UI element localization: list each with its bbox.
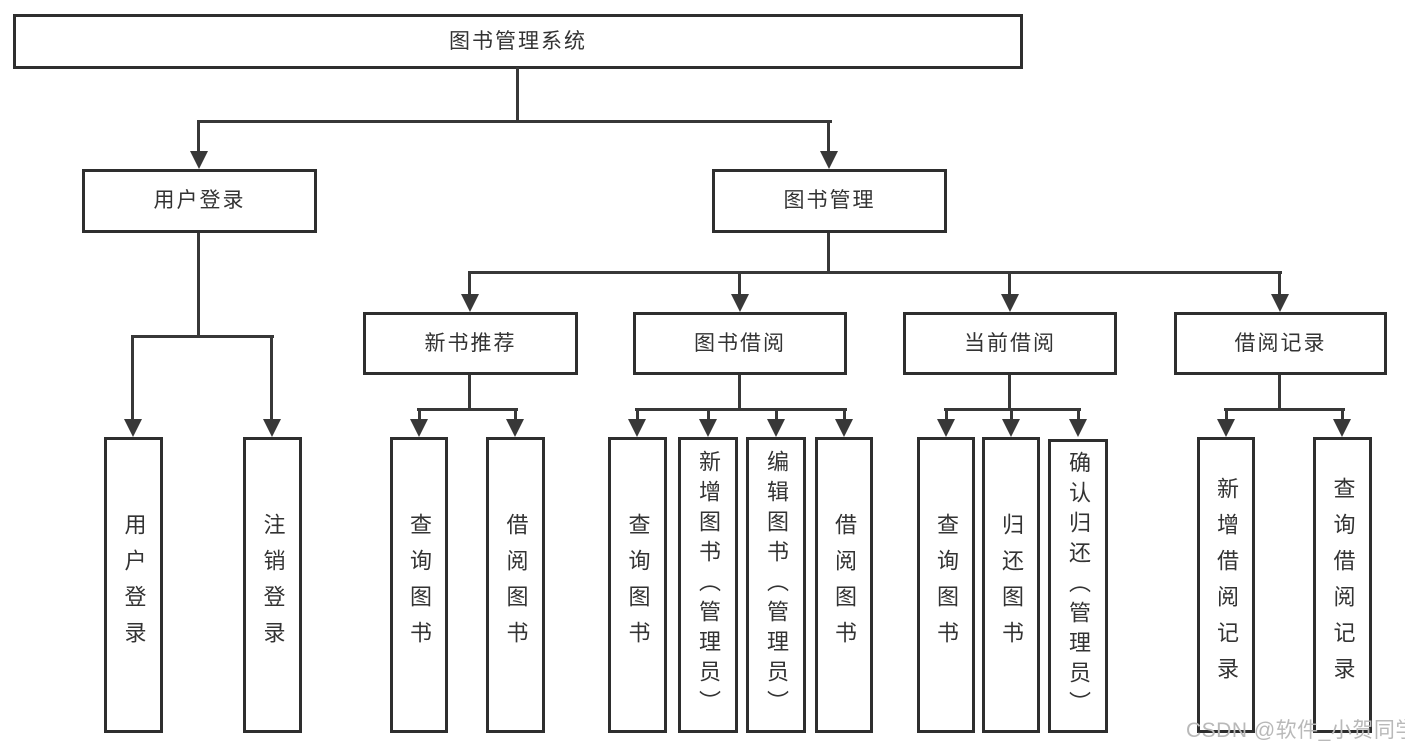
node-label: 当前借阅: [964, 331, 1056, 355]
arrow-down-icon: [410, 419, 428, 437]
arrow-down-icon: [1333, 419, 1351, 437]
connector-line: [468, 274, 471, 294]
leaf-query-books-recommend: 查询图书: [390, 437, 448, 733]
arrow-down-icon: [1001, 294, 1019, 312]
arrow-down-icon: [699, 419, 717, 437]
connector-line: [1008, 274, 1011, 294]
arrow-down-icon: [124, 419, 142, 437]
node-label: 借阅图书: [832, 513, 857, 657]
connector-line: [418, 411, 421, 421]
connector-line: [1225, 411, 1228, 421]
leaf-borrow-books: 借阅图书: [815, 437, 873, 733]
node-borrowing-records: 借阅记录: [1174, 312, 1387, 375]
arrow-down-icon: [835, 419, 853, 437]
connector-line: [468, 375, 471, 411]
leaf-confirm-return-admin: 确认归还（管理员）: [1048, 439, 1108, 733]
arrow-down-icon: [628, 419, 646, 437]
arrow-down-icon: [731, 294, 749, 312]
arrow-down-icon: [1271, 294, 1289, 312]
connector-line: [707, 411, 710, 421]
connector-line: [197, 120, 832, 123]
connector-line: [827, 123, 830, 153]
node-book-management: 图书管理: [712, 169, 947, 233]
node-label: 新增图书（管理员）: [696, 450, 721, 720]
arrow-down-icon: [263, 419, 281, 437]
connector-line: [775, 411, 778, 421]
connector-line: [1224, 408, 1345, 411]
arrow-down-icon: [767, 419, 785, 437]
connector-line: [516, 67, 519, 123]
connector-line: [197, 123, 200, 153]
leaf-add-books-admin: 新增图书（管理员）: [678, 437, 738, 733]
node-label: 新增借阅记录: [1214, 477, 1239, 693]
connector-line: [1008, 375, 1011, 411]
leaf-query-books-borrowing: 查询图书: [608, 437, 667, 733]
leaf-user-login: 用户登录: [104, 437, 163, 733]
node-label: 用户登录: [153, 189, 246, 213]
connector-line: [131, 335, 274, 338]
node-label: 查询图书: [934, 513, 959, 657]
node-label: 查询图书: [625, 513, 651, 657]
node-library-system: 图书管理系统: [13, 14, 1023, 69]
node-label: 查询图书: [407, 513, 432, 657]
connector-line: [1341, 411, 1344, 421]
node-label: 归还图书: [999, 513, 1024, 657]
leaf-edit-books-admin: 编辑图书（管理员）: [746, 437, 806, 733]
arrow-down-icon: [820, 151, 838, 169]
node-label: 确认归还（管理员）: [1066, 451, 1091, 721]
leaf-borrow-books-recommend: 借阅图书: [486, 437, 545, 733]
leaf-return-books: 归还图书: [982, 437, 1040, 733]
connector-line: [197, 233, 200, 338]
connector-line: [1278, 274, 1281, 294]
arrow-down-icon: [190, 151, 208, 169]
node-label: 图书管理: [783, 189, 876, 213]
connector-line: [636, 411, 639, 421]
connector-line: [1010, 411, 1013, 421]
connector-line: [1278, 375, 1281, 411]
connector-line: [827, 233, 830, 274]
node-label: 查询借阅记录: [1330, 477, 1356, 693]
node-label: 借阅图书: [503, 513, 529, 657]
arrow-down-icon: [506, 419, 524, 437]
connector-line: [738, 274, 741, 294]
connector-line: [945, 411, 948, 421]
connector-line: [514, 411, 517, 421]
leaf-logout: 注销登录: [243, 437, 302, 733]
arrow-down-icon: [937, 419, 955, 437]
connector-line: [131, 338, 134, 419]
node-label: 用户登录: [121, 513, 147, 657]
connector-line: [468, 271, 1282, 274]
connector-line: [843, 411, 846, 421]
node-label: 编辑图书（管理员）: [764, 450, 789, 720]
node-label: 注销登录: [260, 513, 286, 657]
node-label: 图书管理系统: [449, 29, 587, 53]
connector-line: [635, 408, 847, 411]
leaf-query-books-current: 查询图书: [917, 437, 975, 733]
connector-line: [270, 338, 273, 419]
node-current-borrowing: 当前借阅: [903, 312, 1117, 375]
connector-line: [1077, 411, 1080, 421]
arrow-down-icon: [1217, 419, 1235, 437]
node-new-book-recommend: 新书推荐: [363, 312, 578, 375]
node-user-login: 用户登录: [82, 169, 317, 233]
leaf-query-borrow-record: 查询借阅记录: [1313, 437, 1372, 733]
node-label: 借阅记录: [1234, 331, 1327, 355]
csdn-watermark: CSDN @软件_小贺同学: [1186, 719, 1405, 742]
arrow-down-icon: [1069, 419, 1087, 437]
arrow-down-icon: [461, 294, 479, 312]
node-book-borrowing: 图书借阅: [633, 312, 847, 375]
connector-line: [738, 375, 741, 411]
leaf-add-borrow-record: 新增借阅记录: [1197, 437, 1255, 733]
arrow-down-icon: [1002, 419, 1020, 437]
connector-line: [417, 408, 518, 411]
node-label: 新书推荐: [424, 331, 517, 355]
connector-line: [944, 408, 1081, 411]
node-label: 图书借阅: [694, 331, 786, 355]
